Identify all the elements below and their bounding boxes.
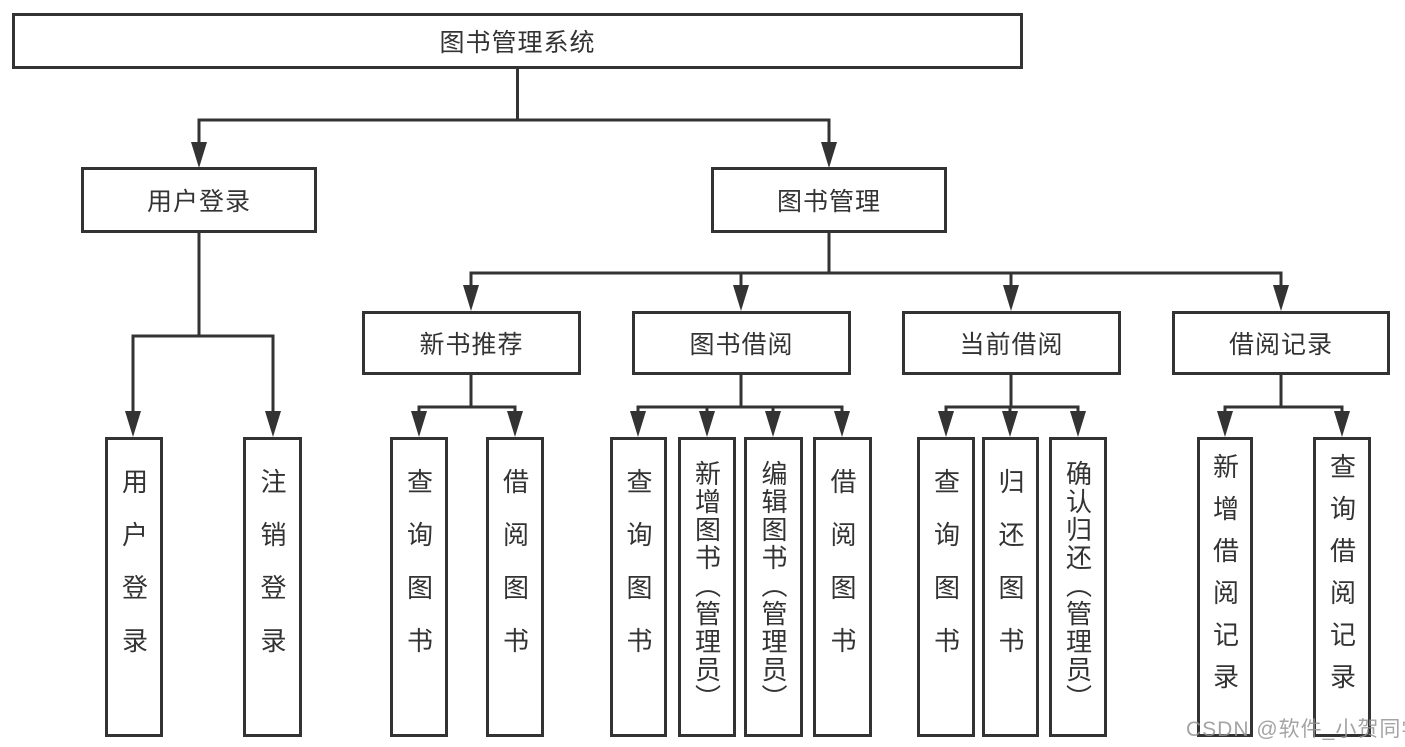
leaf-borrow-books: 借阅图书 bbox=[813, 437, 872, 737]
arrowheads bbox=[125, 142, 1350, 437]
node-book-borrowing: 图书借阅 bbox=[632, 311, 851, 375]
leaf-query-books-recommend: 查询图书 bbox=[390, 437, 448, 737]
leaf-edit-book-admin: 编辑图书（管理员） bbox=[744, 437, 803, 737]
csdn-watermark: CSDN @软件_小贺同学 bbox=[1186, 718, 1405, 741]
leaf-add-book-admin: 新增图书（管理员） bbox=[678, 437, 736, 737]
leaf-query-borrow-record: 查询借阅记录 bbox=[1313, 437, 1371, 737]
leaf-user-login: 用户登录 bbox=[105, 437, 163, 737]
node-library-system: 图书管理系统 bbox=[12, 13, 1023, 69]
leaf-return-books: 归还图书 bbox=[982, 437, 1039, 737]
leaf-query-books-current: 查询图书 bbox=[917, 437, 975, 737]
leaf-logout: 注销登录 bbox=[243, 437, 302, 737]
leaf-query-books-borrowing: 查询图书 bbox=[610, 437, 667, 737]
node-new-book-recommend: 新书推荐 bbox=[362, 311, 581, 375]
node-borrow-records: 借阅记录 bbox=[1172, 311, 1390, 375]
leaf-confirm-return-admin: 确认归还（管理员） bbox=[1049, 437, 1107, 737]
node-current-borrowing: 当前借阅 bbox=[902, 311, 1121, 375]
node-book-management: 图书管理 bbox=[711, 167, 947, 233]
leaf-add-borrow-record: 新增借阅记录 bbox=[1197, 437, 1253, 737]
node-user-login: 用户登录 bbox=[81, 167, 317, 233]
leaf-borrow-books-recommend: 借阅图书 bbox=[486, 437, 544, 737]
